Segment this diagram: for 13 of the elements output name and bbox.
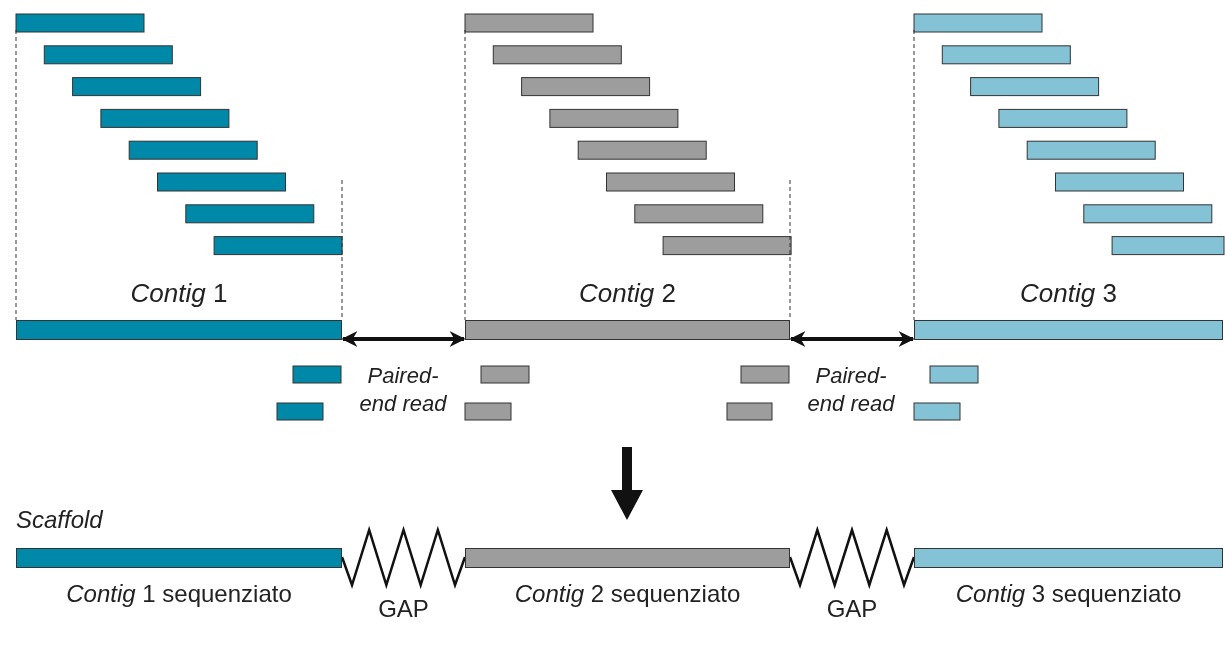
zigzag-gap-line [340, 525, 467, 590]
contig-label: Contig 2 sequenziato [513, 579, 742, 609]
paired-end-read-label: Paired- end read [358, 362, 448, 418]
contig-label: Contig 2 [578, 277, 677, 310]
double-arrow [341, 331, 466, 347]
contig-label: Contig 3 [1019, 277, 1118, 310]
double-arrow [789, 331, 915, 347]
paired-end-read-label: Paired- end read [806, 362, 896, 418]
zigzag-gap-line [788, 525, 916, 590]
scaffold-label: Scaffold [16, 506, 104, 534]
contig-label: Contig 1 sequenziato [65, 579, 293, 609]
contig-label: Contig 1 [129, 277, 229, 310]
contig-label: Contig 3 sequenziato [954, 579, 1183, 609]
